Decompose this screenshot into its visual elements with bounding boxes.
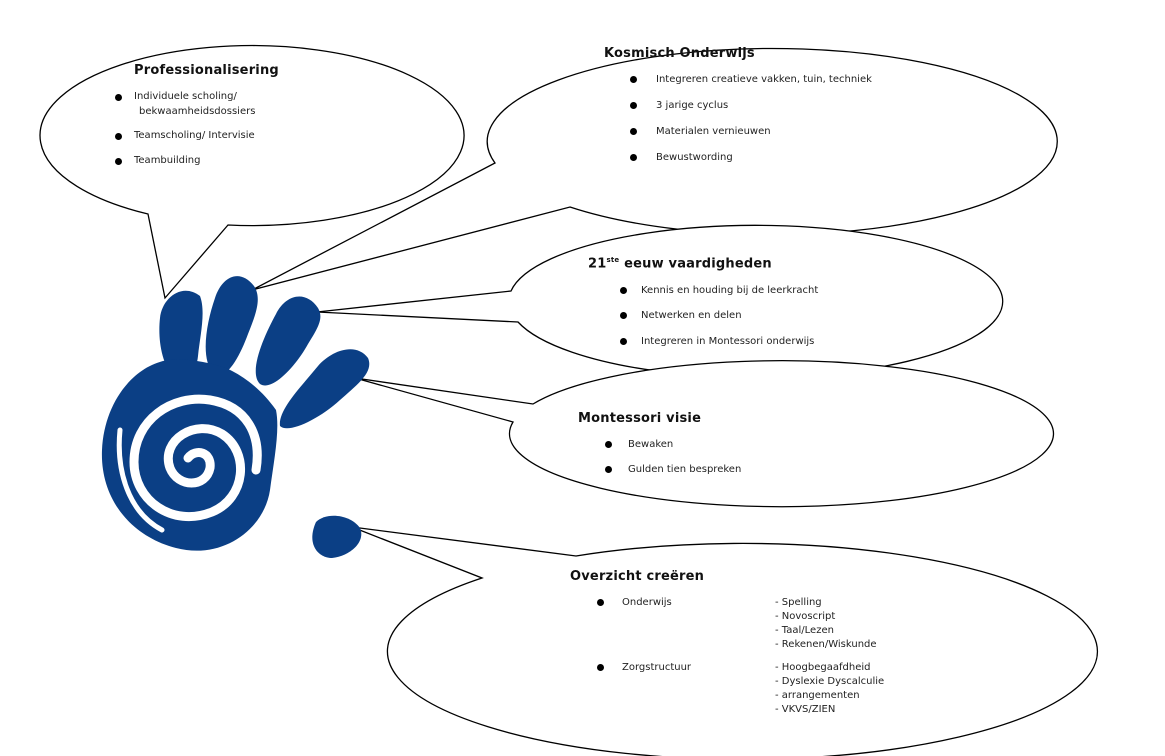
list-item: Bewustwording <box>656 152 733 163</box>
bullet-icon <box>630 154 637 161</box>
sub-item: - arrangementen <box>775 690 860 701</box>
bullet-icon <box>620 338 627 345</box>
sub-item: - Rekenen/Wiskunde <box>775 639 877 650</box>
list-item: Kennis en houding bij de leerkracht <box>641 285 819 296</box>
list-item: Teambuilding <box>134 155 201 166</box>
kosmisch-title: Kosmisch Onderwijs <box>604 46 755 61</box>
list-item: Gulden tien bespreken <box>628 464 742 475</box>
list-item: Integreren in Montessori onderwijs <box>641 336 815 347</box>
bullet-icon <box>630 102 637 109</box>
bullet-icon <box>620 287 627 294</box>
overzicht-title: Overzicht creëren <box>570 569 705 584</box>
bubble-overzicht <box>351 526 1099 756</box>
list-item: Individuele scholing/ <box>134 91 237 102</box>
bubble-montessori <box>354 360 1055 508</box>
group-label: Onderwijs <box>622 597 672 608</box>
group-label: Zorgstructuur <box>622 662 692 673</box>
sub-item: - Spelling <box>775 597 822 608</box>
bubble-professionalisering <box>39 44 465 300</box>
spiral-pattern <box>116 394 262 533</box>
list-item: Teamscholing/ Intervisie <box>134 130 255 141</box>
bubble-vaardigheden <box>316 224 1004 378</box>
bullet-icon <box>605 466 612 473</box>
professionalisering-title: Professionalisering <box>134 63 279 78</box>
bullet-icon <box>605 441 612 448</box>
list-item: Integreren creatieve vakken, tuin, techn… <box>656 74 872 85</box>
bullet-icon <box>630 128 637 135</box>
sub-item: - Novoscript <box>775 611 836 622</box>
list-item: 3 jarige cyclus <box>656 100 729 111</box>
bullet-icon <box>115 94 122 101</box>
list-item: bekwaamheidsdossiers <box>139 106 256 117</box>
list-item: Netwerken en delen <box>641 310 742 321</box>
vaardigheden-title: 21ste eeuw vaardigheden <box>588 256 772 272</box>
montessori-title: Montessori visie <box>578 411 702 426</box>
bullet-icon <box>115 133 122 140</box>
sub-item: - VKVS/ZIEN <box>775 704 836 715</box>
sub-item: - Hoogbegaafdheid <box>775 662 871 673</box>
bullet-icon <box>597 664 604 671</box>
bullet-icon <box>115 158 122 165</box>
bullet-icon <box>620 312 627 319</box>
bullet-icon <box>597 599 604 606</box>
bullet-icon <box>630 76 637 83</box>
list-item: Materialen vernieuwen <box>656 126 771 137</box>
list-item: Bewaken <box>628 439 674 450</box>
sub-item: - Dyslexie Dyscalculie <box>775 676 885 687</box>
sub-item: - Taal/Lezen <box>775 625 834 636</box>
